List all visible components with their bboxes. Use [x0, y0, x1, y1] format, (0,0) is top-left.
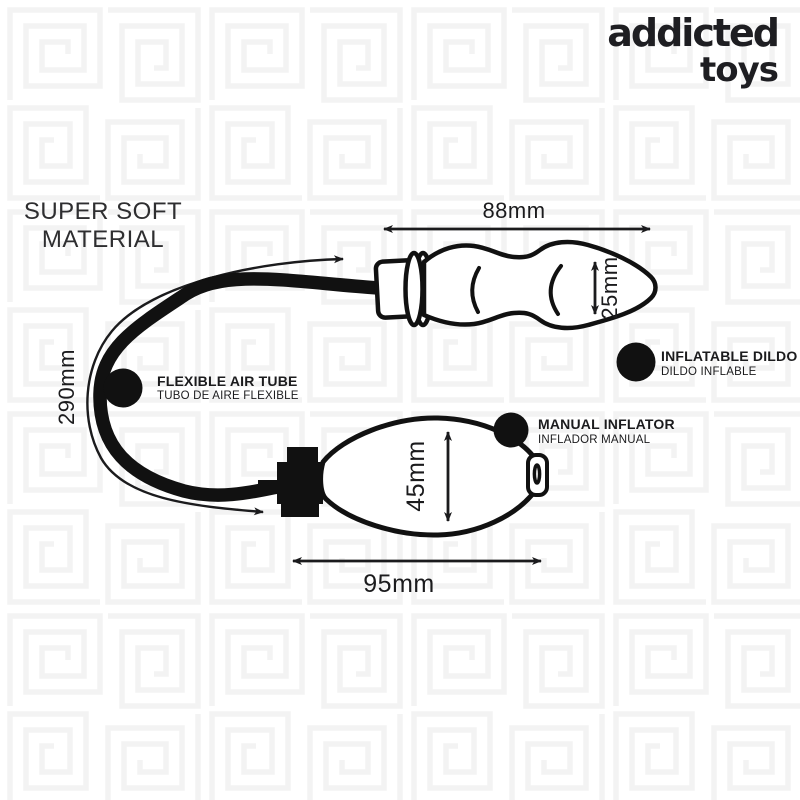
- inflatable-dildo-label-es: DILDO INFLABLE: [661, 366, 757, 378]
- pump-height-dimension-text: 45mm: [402, 440, 430, 511]
- material-heading-line2: MATERIAL: [41, 226, 165, 254]
- brand-logo: addicted toys: [607, 11, 780, 90]
- air-tube-drawing: [93, 272, 385, 502]
- brand-logo-line1: addicted: [607, 11, 780, 55]
- manual-inflator-bullet-dot: [493, 412, 529, 448]
- dildo-length-dimension-text: 88mm: [482, 198, 545, 223]
- material-heading-line1: SUPER SOFT: [23, 198, 183, 225]
- tube-length-dimension-text: 290mm: [54, 349, 79, 425]
- brand-logo-line2: toys: [699, 50, 779, 90]
- pump-release-valve: [526, 453, 549, 497]
- inflatable-dildo-label-en: INFLATABLE DILDO: [661, 348, 797, 364]
- dildo-crease-right: [548, 264, 563, 316]
- manual-inflator-label-es: INFLADOR MANUAL: [538, 434, 651, 446]
- dildo-crease-left: [470, 266, 481, 314]
- pump-length-dimension-text: 95mm: [363, 570, 434, 598]
- air-tube-label-es: TUBO DE AIRE FLEXIBLE: [157, 390, 299, 402]
- inflatable-dildo-bullet-dot: [616, 342, 656, 382]
- material-heading: SUPER SOFT MATERIAL: [18, 198, 188, 255]
- air-tube-marker-dot: [103, 368, 143, 408]
- pump-connector-block: [258, 447, 323, 517]
- manual-inflator-label-en: MANUAL INFLATOR: [538, 416, 675, 432]
- dildo-diameter-dimension-text: 25mm: [597, 256, 622, 319]
- air-tube-label-en: FLEXIBLE AIR TUBE: [157, 373, 298, 389]
